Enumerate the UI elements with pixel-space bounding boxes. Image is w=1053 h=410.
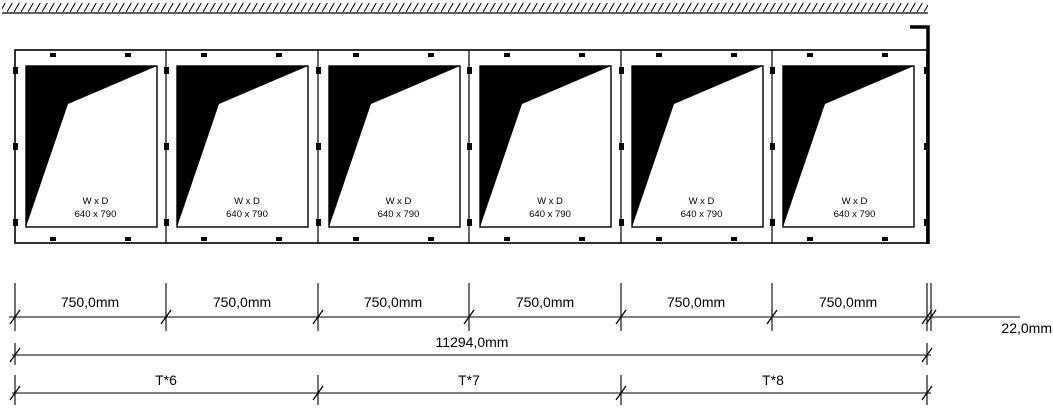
cabinet: W x D 640 x 790 bbox=[467, 50, 612, 243]
mount-mark bbox=[467, 143, 472, 150]
mount-mark bbox=[731, 53, 737, 57]
cabinet-label-size: 640 x 790 bbox=[681, 209, 723, 220]
mount-mark bbox=[731, 237, 737, 241]
mount-mark bbox=[13, 219, 18, 226]
dimension-tick bbox=[312, 385, 324, 401]
mount-mark bbox=[276, 237, 282, 241]
mount-mark bbox=[619, 219, 624, 226]
mount-mark bbox=[125, 237, 131, 241]
cabinet: W x D 640 x 790 bbox=[770, 50, 915, 243]
group-label: T*8 bbox=[762, 372, 784, 388]
mount-mark bbox=[579, 53, 585, 57]
dimension-tick bbox=[766, 309, 778, 325]
dimension-tick bbox=[615, 385, 627, 401]
door-shading bbox=[177, 66, 308, 227]
wall bbox=[2, 3, 928, 14]
dimension-tick bbox=[925, 309, 937, 325]
cabinet-label-wd: W x D bbox=[537, 196, 563, 207]
cabinet-label-size: 640 x 790 bbox=[834, 209, 876, 220]
mount-mark bbox=[924, 219, 929, 226]
cabinet-label-wd: W x D bbox=[83, 196, 109, 207]
mount-mark bbox=[882, 237, 888, 241]
mount-mark bbox=[467, 67, 472, 74]
cabinet-label-wd: W x D bbox=[386, 196, 412, 207]
mount-mark bbox=[428, 53, 434, 57]
mount-mark bbox=[13, 67, 18, 74]
mount-mark bbox=[316, 67, 321, 74]
total-length-label: 11294,0mm bbox=[436, 334, 509, 350]
dimension-tick bbox=[312, 309, 324, 325]
mount-mark bbox=[13, 143, 18, 150]
mount-mark bbox=[50, 53, 56, 57]
door-shading bbox=[632, 66, 763, 227]
dimension-lines bbox=[9, 283, 1020, 405]
mount-mark bbox=[164, 143, 169, 150]
cabinet-label-size: 640 x 790 bbox=[378, 209, 420, 220]
mount-mark bbox=[619, 143, 624, 150]
mount-mark bbox=[504, 237, 510, 241]
door-shading bbox=[783, 66, 914, 227]
door-shading bbox=[480, 66, 611, 227]
mount-mark bbox=[164, 67, 169, 74]
module-width-label: 750,0mm bbox=[213, 294, 271, 310]
dimension-tick bbox=[9, 385, 21, 401]
mount-mark bbox=[467, 219, 472, 226]
mount-mark bbox=[579, 237, 585, 241]
mount-mark bbox=[924, 143, 929, 150]
mount-mark bbox=[353, 237, 359, 241]
group-label: T*6 bbox=[155, 372, 177, 388]
module-width-label: 750,0mm bbox=[819, 294, 877, 310]
cabinet: W x D 640 x 790 bbox=[164, 50, 309, 243]
mount-mark bbox=[807, 237, 813, 241]
module-width-label: 750,0mm bbox=[61, 294, 119, 310]
mount-mark bbox=[770, 67, 775, 74]
cabinet-label-wd: W x D bbox=[842, 196, 868, 207]
mount-mark bbox=[201, 237, 207, 241]
dimension-tick bbox=[463, 309, 475, 325]
cabinet-label-size: 640 x 790 bbox=[529, 209, 571, 220]
mount-mark bbox=[656, 237, 662, 241]
mount-mark bbox=[807, 53, 813, 57]
dimension-tick bbox=[921, 385, 933, 401]
dimension-tick bbox=[9, 347, 21, 363]
cabinet-label-wd: W x D bbox=[689, 196, 715, 207]
mount-mark bbox=[656, 53, 662, 57]
end-panel bbox=[910, 25, 930, 244]
mount-mark bbox=[770, 219, 775, 226]
mount-mark bbox=[125, 53, 131, 57]
cabinet-label-size: 640 x 790 bbox=[75, 209, 117, 220]
cabinet: W x D 640 x 790 bbox=[619, 50, 764, 243]
door-shading bbox=[329, 66, 460, 227]
cabinet: W x D 640 x 790 bbox=[13, 53, 158, 241]
mount-mark bbox=[201, 53, 207, 57]
mount-mark bbox=[50, 237, 56, 241]
door-shading bbox=[26, 66, 157, 227]
mount-mark bbox=[770, 143, 775, 150]
mount-mark bbox=[164, 219, 169, 226]
dimension-tick bbox=[160, 309, 172, 325]
mount-mark bbox=[316, 143, 321, 150]
mount-mark bbox=[619, 67, 624, 74]
dimension-tick bbox=[921, 309, 933, 325]
mount-mark bbox=[924, 67, 929, 74]
mount-mark bbox=[428, 237, 434, 241]
group-label: T*7 bbox=[458, 372, 480, 388]
cabinet-label-size: 640 x 790 bbox=[226, 209, 268, 220]
dimension-tick bbox=[615, 309, 627, 325]
side-gap-label: 22,0mm bbox=[1001, 320, 1052, 336]
cabinet: W x D 640 x 790 bbox=[316, 50, 461, 243]
module-width-label: 750,0mm bbox=[516, 294, 574, 310]
cabinet-label-wd: W x D bbox=[234, 196, 260, 207]
cabinets: W x D 640 x 790 W x D 640 x 790 W x D 640 x 7… bbox=[13, 50, 929, 243]
dimension-tick bbox=[9, 309, 21, 325]
dimension-tick bbox=[921, 347, 933, 363]
mount-mark bbox=[882, 53, 888, 57]
mount-mark bbox=[316, 219, 321, 226]
mount-mark bbox=[504, 53, 510, 57]
mount-mark bbox=[276, 53, 282, 57]
module-width-label: 750,0mm bbox=[364, 294, 422, 310]
mount-mark bbox=[353, 53, 359, 57]
module-width-label: 750,0mm bbox=[667, 294, 725, 310]
